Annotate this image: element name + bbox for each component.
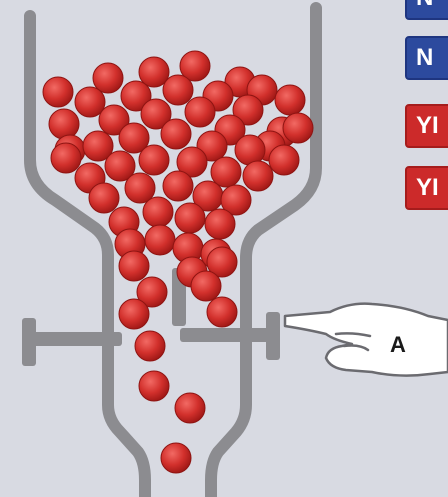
tag-blue-2-text: N <box>416 44 433 72</box>
red-ball <box>175 393 205 423</box>
red-ball <box>269 145 299 175</box>
red-ball <box>139 371 169 401</box>
red-ball <box>175 203 205 233</box>
red-ball <box>135 331 165 361</box>
tag-red-1-text: YI <box>416 112 439 140</box>
tag-red-2: YI <box>405 166 448 210</box>
tag-red-2-text: YI <box>416 174 439 202</box>
pushing-hand-icon[interactable] <box>285 304 448 376</box>
red-ball <box>161 443 191 473</box>
red-ball <box>275 85 305 115</box>
red-ball <box>205 209 235 239</box>
red-ball <box>89 183 119 213</box>
red-ball <box>243 161 273 191</box>
tag-red-1: YI <box>405 104 448 148</box>
red-ball <box>145 225 175 255</box>
red-ball <box>139 145 169 175</box>
red-ball <box>119 251 149 281</box>
red-ball <box>119 299 149 329</box>
red-ball <box>163 171 193 201</box>
red-ball <box>185 97 215 127</box>
tag-blue-1-text: N <box>416 0 433 12</box>
red-ball <box>143 197 173 227</box>
tag-blue-1: N <box>405 0 448 20</box>
red-ball <box>235 135 265 165</box>
red-ball <box>283 113 313 143</box>
red-ball <box>161 119 191 149</box>
red-ball <box>43 77 73 107</box>
red-ball <box>191 271 221 301</box>
red-ball <box>163 75 193 105</box>
tag-blue-2: N <box>405 36 448 80</box>
hand-label: A <box>390 332 406 357</box>
red-ball <box>51 143 81 173</box>
balls-group <box>43 51 313 473</box>
red-ball <box>207 297 237 327</box>
red-ball <box>49 109 79 139</box>
